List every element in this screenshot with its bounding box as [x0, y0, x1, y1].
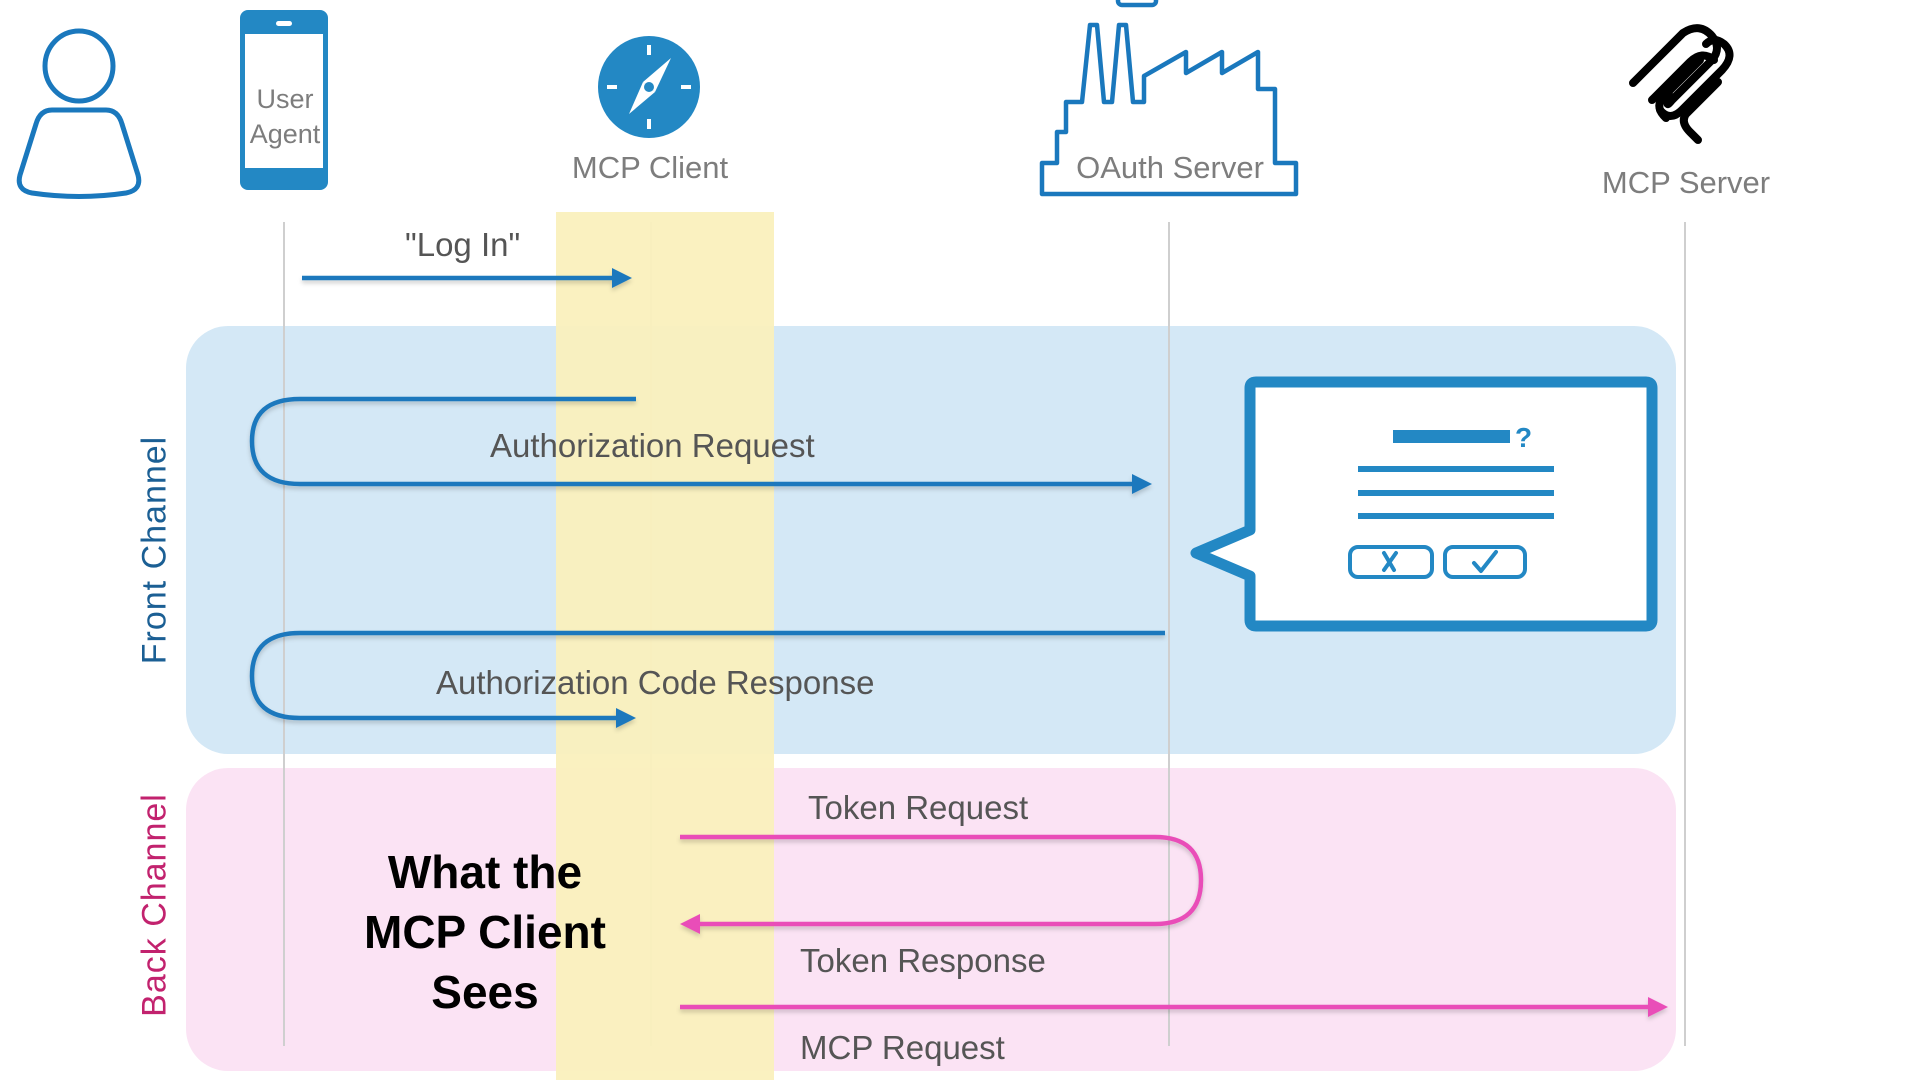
user-agent-label-line1: User	[256, 84, 313, 114]
user-icon	[16, 28, 142, 199]
mcp-logo-icon	[1629, 24, 1734, 144]
phone-icon	[240, 10, 328, 190]
mcp-client-label: MCP Client	[571, 150, 729, 185]
login-label: "Log In"	[405, 226, 521, 263]
factory-icon	[1039, 0, 1299, 197]
compass-icon	[598, 36, 700, 138]
auth-code-response-arrow	[249, 630, 1165, 728]
lifeline-mcp-server	[1684, 222, 1686, 1046]
consent-dialog-icon: ?	[1190, 376, 1658, 632]
caption-line-2: MCP Client	[364, 906, 606, 958]
mcp-client-view-caption: What the MCP Client Sees	[325, 842, 645, 1022]
question-mark-icon: ?	[1515, 422, 1532, 453]
auth-code-response-label: Authorization Code Response	[436, 664, 875, 701]
oauth-server-label: OAuth Server	[1076, 150, 1264, 185]
back-channel-panel	[186, 768, 1676, 1071]
caption-line-1: What the	[387, 846, 583, 898]
approve-button	[1443, 545, 1527, 579]
caption-line-3: Sees	[431, 966, 539, 1018]
mcp-request-arrow	[680, 997, 1668, 1017]
token-request-label: Token Request	[808, 789, 1029, 826]
auth-request-label: Authorization Request	[490, 427, 815, 464]
user-agent-label-line2: Agent	[250, 119, 321, 149]
mcp-request-label: MCP Request	[800, 1029, 1005, 1066]
login-arrow	[302, 268, 632, 288]
token-response-label: Token Response	[800, 942, 1046, 979]
x-icon	[1382, 551, 1398, 572]
check-icon	[1472, 550, 1498, 573]
auth-request-arrow	[249, 396, 1152, 494]
lifeline-oauth-server	[1168, 222, 1170, 1046]
token-exchange-arrow	[680, 834, 1204, 934]
mcp-server-label: MCP Server	[1601, 165, 1771, 200]
mcp-client-view-highlight	[556, 212, 774, 1080]
